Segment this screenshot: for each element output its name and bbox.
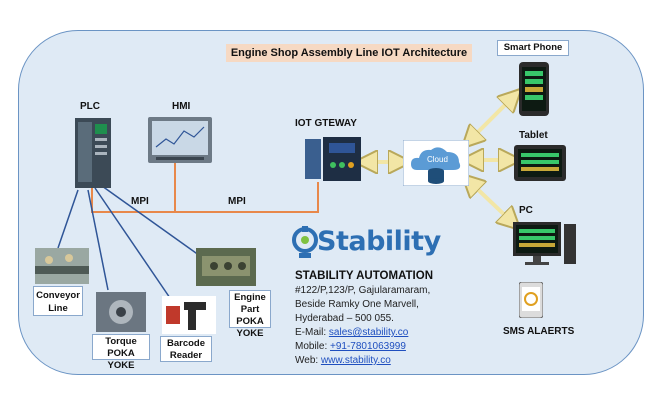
cloud-icon: Cloud: [403, 140, 469, 186]
sms-phone-icon: [519, 282, 543, 318]
web-link[interactable]: www.stability.co: [320, 355, 391, 366]
torque-poka-yoke-label: Torque POKA YOKE: [92, 334, 150, 371]
line-plc-engine: [101, 185, 204, 259]
barcode-reader-image: [162, 296, 216, 334]
plc-label: PLC: [80, 101, 100, 112]
engine-part-label: Engine Part POKA YOKE: [229, 290, 271, 339]
smartphone-label: Smart Phone: [497, 40, 569, 56]
email-link[interactable]: sales@stability.co: [328, 327, 409, 338]
web-label: Web:: [295, 355, 321, 366]
line-plc-barcode: [94, 187, 171, 299]
mpi-label-right: MPI: [228, 196, 246, 207]
line-plc-conveyor: [57, 189, 79, 249]
iot-gateway-device: [305, 137, 361, 181]
smartphone-device: [519, 62, 549, 116]
gateway-label: IOT GTEWAY: [295, 118, 357, 129]
mobile-row: Mobile: +91-7801063999: [295, 341, 406, 352]
web-row: Web: www.stability.co: [295, 355, 391, 366]
pc-device: [513, 222, 576, 265]
tablet-device: [514, 145, 566, 181]
hmi-panel: [148, 117, 212, 163]
barcode-reader-label: Barcode Reader: [160, 336, 212, 362]
tablet-label: Tablet: [519, 130, 548, 141]
arrow-cloud-pc: [470, 182, 512, 222]
plc-device: [75, 118, 111, 188]
address-line-3: Hyderabad – 500 055.: [295, 313, 394, 324]
email-row: E-Mail: sales@stability.co: [295, 327, 408, 338]
stability-logo-icon: [292, 226, 318, 258]
arrow-cloud-phone: [470, 97, 513, 140]
engine-part-image: [196, 248, 256, 286]
conveyor-line-label: Conveyor Line: [33, 286, 83, 316]
mobile-link[interactable]: +91-7801063999: [330, 341, 406, 352]
mpi-cable-hmi-gateway: [175, 182, 319, 213]
pc-label: PC: [519, 205, 533, 216]
hmi-label: HMI: [172, 101, 191, 112]
cloud-text: Cloud: [427, 155, 448, 164]
line-plc-torque: [87, 189, 109, 291]
email-label: E-Mail:: [295, 327, 329, 338]
company-name: STABILITY AUTOMATION: [295, 270, 433, 282]
conveyor-line-image: [35, 248, 89, 284]
stability-logo-text: Stability: [317, 226, 441, 257]
mpi-cable-plc-hmi: [91, 160, 176, 213]
address-line-2: Beside Ramky One Marvell,: [295, 299, 419, 310]
diagram-title: Engine Shop Assembly Line IOT Architectu…: [226, 44, 472, 62]
mobile-label: Mobile:: [295, 341, 331, 352]
torque-poka-yoke-image: [96, 292, 146, 332]
address-line-1: #122/P,123/P, Gajularamaram,: [295, 285, 431, 296]
sms-label: SMS ALAERTS: [503, 326, 575, 337]
mpi-label-left: MPI: [131, 196, 149, 207]
